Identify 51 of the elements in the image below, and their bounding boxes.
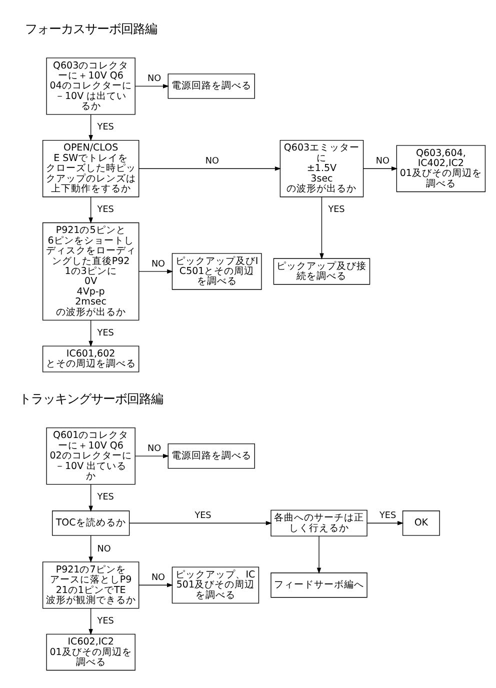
edge-label: NO — [148, 74, 162, 84]
node-box: P921の7ピンをアースに落としP921の1ピンでTE波形が観測できるか — [42, 562, 140, 609]
arrow — [138, 166, 282, 171]
arrow — [366, 521, 404, 526]
edge-label: NO — [376, 156, 390, 166]
edge-label: YES — [97, 616, 114, 627]
node-box: Q603エミッターに ±1.5V 3sec の波形が出るか — [280, 140, 364, 198]
edge-label: NO — [205, 156, 220, 166]
arrow — [88, 196, 93, 224]
arrow — [138, 269, 174, 274]
edge-label: NO — [148, 444, 162, 454]
node-box: ピックアップ及びIC501とその周辺を調べる — [172, 253, 262, 290]
node-box: Q603のコレクターに＋10V Q604のコレクターに－10V は出ているか — [46, 58, 136, 115]
node-box: IC602,IC201及びその周辺を調べる — [46, 634, 136, 671]
edge-label: YES — [97, 122, 114, 133]
arrow — [129, 521, 272, 526]
node-box: ピックアップ、IC501及びその周辺を調べる — [172, 566, 260, 604]
arrow — [88, 535, 93, 563]
edge-label: YES — [97, 205, 114, 216]
edge-label: YES — [97, 328, 114, 338]
arrow — [88, 608, 93, 636]
node-box: フィードサーボ編へ — [270, 572, 368, 598]
node-box: 電源回路を調べる — [168, 443, 255, 469]
node-box: 各曲へのサーチは正しく行えるか — [270, 510, 368, 536]
edge-label: YES — [194, 510, 212, 521]
edge-label: NO — [151, 572, 166, 583]
edge-label: NO — [151, 259, 166, 270]
node-box: Q603,604,IC402,IC201及びその周辺を調べる — [396, 145, 486, 192]
node-box: Q601のコレクターに＋10V Q602のコレクターに－10V 出ているか — [46, 427, 136, 485]
node-box: IC601,602とその周辺を調べる — [42, 346, 140, 372]
arrow — [316, 536, 322, 574]
arrow — [320, 196, 324, 260]
node-box: TOCを読めるか — [52, 510, 130, 536]
node-box: OPEN/CLOSE SWでトレイをクローズした時ピックアップのレンズは上下動作をするか — [42, 140, 140, 198]
label: フォーカスサーボ回路編 — [24, 22, 157, 36]
arrow — [88, 484, 93, 512]
edge-label: YES — [97, 492, 114, 503]
arrow — [363, 166, 398, 171]
edge-label: NO — [97, 544, 111, 554]
arrow — [88, 114, 93, 142]
label: トラッキングサーボ回路編 — [18, 392, 163, 406]
edge-label: YES — [379, 510, 396, 521]
node-box: OK — [402, 510, 440, 536]
edge-label: YES — [328, 205, 345, 216]
node-box: 電源回路を調べる — [168, 74, 255, 99]
arrow — [88, 320, 93, 348]
arrow — [134, 84, 170, 88]
arrow — [138, 582, 174, 588]
arrow — [134, 454, 170, 458]
node-box: ピックアップ及び接続を調べる — [273, 258, 370, 285]
node-box: P921の5ピンと6ピンをショートしディスクをローディングした直後P921の3ピンに 0V 4Vp-p 2msec の波形が出るか — [42, 222, 140, 320]
